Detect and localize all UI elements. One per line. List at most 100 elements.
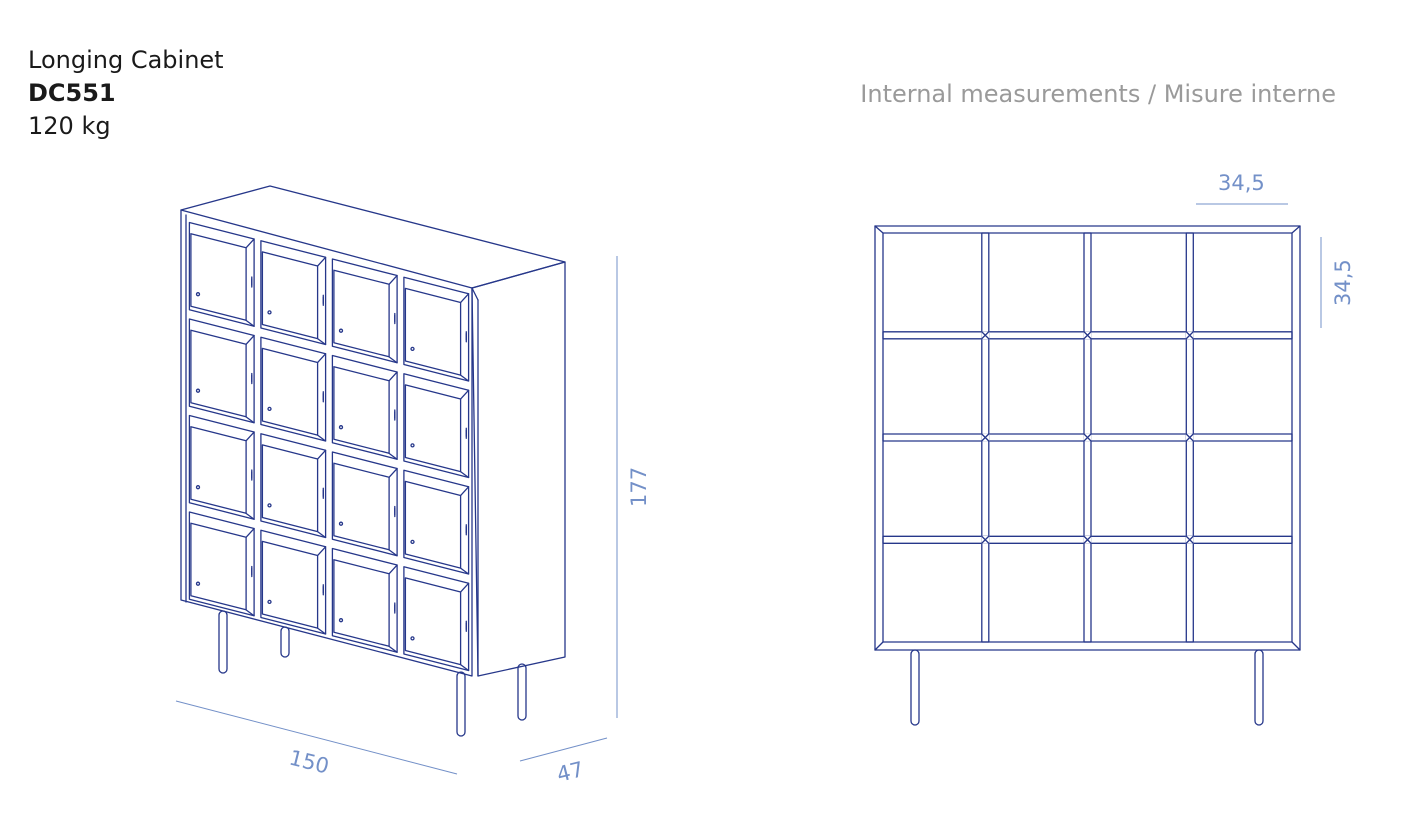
door-bevel-edge bbox=[388, 452, 398, 460]
door-bevel-edge bbox=[316, 256, 327, 267]
door-panel-r3-c4 bbox=[403, 469, 470, 575]
door-panel-r2-c3 bbox=[331, 354, 398, 460]
keyhole-icon bbox=[267, 406, 272, 412]
door-bevel-edge bbox=[388, 467, 398, 478]
cabinet-legs bbox=[218, 610, 527, 737]
keyhole-icon bbox=[195, 292, 201, 297]
door-bevel-edge bbox=[245, 527, 255, 538]
door-bevel-edge bbox=[459, 389, 470, 400]
door-bevel-r3-c1 bbox=[190, 426, 247, 514]
door-bevel-r1-c3 bbox=[333, 269, 390, 358]
door-bevel-r4-c1 bbox=[190, 522, 247, 611]
keyhole-icon bbox=[195, 581, 201, 586]
door-bevel-edge bbox=[459, 663, 470, 672]
divider-joint bbox=[981, 535, 990, 544]
front-leg-left bbox=[910, 649, 920, 726]
door-bevel-edge bbox=[316, 530, 327, 539]
divider-joint bbox=[1185, 433, 1194, 442]
door-bevel-r2-c3 bbox=[333, 366, 390, 454]
width-dimension-line bbox=[175, 700, 458, 775]
door-bevel-edge bbox=[459, 486, 470, 497]
divider-joint bbox=[1083, 535, 1092, 544]
door-bevel-r3-c2 bbox=[261, 444, 319, 533]
door-panel-r2-c4 bbox=[403, 373, 470, 479]
front-outer-frame bbox=[874, 225, 1301, 651]
door-panel-r4-c1 bbox=[188, 511, 255, 617]
divider-joint bbox=[1083, 433, 1092, 442]
door-bevel-edge bbox=[245, 609, 255, 617]
depth-dimension-label: 47 bbox=[554, 757, 586, 787]
cabinet-front-edge bbox=[180, 209, 473, 677]
door-panel-r1-c3 bbox=[331, 258, 398, 364]
divider-joint bbox=[981, 331, 990, 340]
divider-joint bbox=[981, 433, 990, 442]
door-bevel-r4-c3 bbox=[333, 559, 390, 647]
width-dimension-label: 150 bbox=[287, 746, 332, 779]
keyhole-icon bbox=[338, 521, 344, 526]
door-bevel-r3-c3 bbox=[333, 462, 390, 551]
cabinet-perspective-view bbox=[180, 185, 566, 737]
door-panel-r3-c3 bbox=[331, 451, 398, 557]
cabinet-side-face bbox=[471, 261, 566, 677]
keyhole-icon bbox=[410, 443, 415, 448]
door-bevel-r2-c4 bbox=[404, 384, 462, 473]
door-bevel-edge bbox=[316, 337, 327, 346]
divider-joint bbox=[1185, 535, 1194, 544]
door-bevel-edge bbox=[245, 334, 255, 345]
keyhole-icon bbox=[338, 425, 344, 430]
door-panel-r1-c1 bbox=[188, 221, 255, 327]
leg-back-right bbox=[517, 663, 527, 721]
keyhole-icon bbox=[410, 539, 415, 545]
door-panel-r4-c3 bbox=[331, 547, 398, 653]
door-bevel-edge bbox=[316, 449, 327, 460]
cabinet-doors bbox=[188, 221, 470, 672]
cabinet-top-face bbox=[180, 185, 566, 289]
door-bevel-edge bbox=[388, 645, 398, 653]
internal-height-dimension-label: 34,5 bbox=[1331, 259, 1355, 306]
leg-front-right bbox=[456, 671, 466, 737]
internal-measurements-heading: Internal measurements / Misure interne bbox=[860, 80, 1336, 108]
keyhole-icon bbox=[267, 503, 272, 508]
height-dimension-label: 177 bbox=[627, 467, 651, 507]
door-bevel-edge bbox=[245, 431, 255, 442]
door-panel-r3-c2 bbox=[260, 433, 327, 539]
cabinet-side-bevel bbox=[471, 287, 479, 301]
door-bevel-r1-c1 bbox=[190, 233, 247, 321]
leg-front-left bbox=[218, 610, 228, 674]
door-bevel-edge bbox=[388, 564, 398, 575]
door-bevel-r1-c4 bbox=[404, 287, 462, 376]
door-bevel-r1-c2 bbox=[261, 251, 319, 340]
cabinet-front-view bbox=[874, 225, 1301, 726]
product-weight: 120 kg bbox=[28, 112, 111, 140]
door-bevel-edge bbox=[388, 356, 398, 364]
keyhole-icon bbox=[267, 310, 272, 315]
frame-corner-tl bbox=[874, 225, 884, 234]
door-panel-r4-c2 bbox=[260, 529, 327, 635]
door-bevel-edge bbox=[459, 374, 470, 382]
door-bevel-edge bbox=[459, 470, 470, 479]
door-bevel-r4-c2 bbox=[261, 540, 319, 629]
door-bevel-edge bbox=[316, 546, 327, 557]
keyhole-icon bbox=[195, 485, 201, 490]
door-bevel-edge bbox=[245, 319, 255, 327]
door-bevel-edge bbox=[245, 512, 255, 520]
front-compartment-grid bbox=[882, 232, 1293, 643]
door-bevel-edge bbox=[316, 627, 327, 635]
front-leg-right bbox=[1254, 649, 1264, 726]
leg-back-left bbox=[280, 626, 290, 658]
internal-width-dimension-label: 34,5 bbox=[1218, 171, 1265, 195]
product-name: Longing Cabinet bbox=[28, 46, 224, 74]
keyhole-icon bbox=[410, 636, 415, 641]
door-panel-r2-c1 bbox=[188, 318, 255, 424]
door-bevel-edge bbox=[388, 549, 398, 557]
keyhole-icon bbox=[338, 328, 344, 333]
keyhole-icon bbox=[195, 388, 201, 393]
frame-corner-bl bbox=[874, 641, 884, 651]
keyhole-icon bbox=[338, 618, 344, 623]
door-panel-r4-c4 bbox=[403, 566, 470, 672]
door-bevel-r3-c4 bbox=[404, 480, 462, 569]
door-panel-r1-c2 bbox=[260, 240, 327, 346]
door-bevel-r2-c2 bbox=[261, 347, 319, 436]
door-panel-r3-c1 bbox=[188, 414, 255, 520]
